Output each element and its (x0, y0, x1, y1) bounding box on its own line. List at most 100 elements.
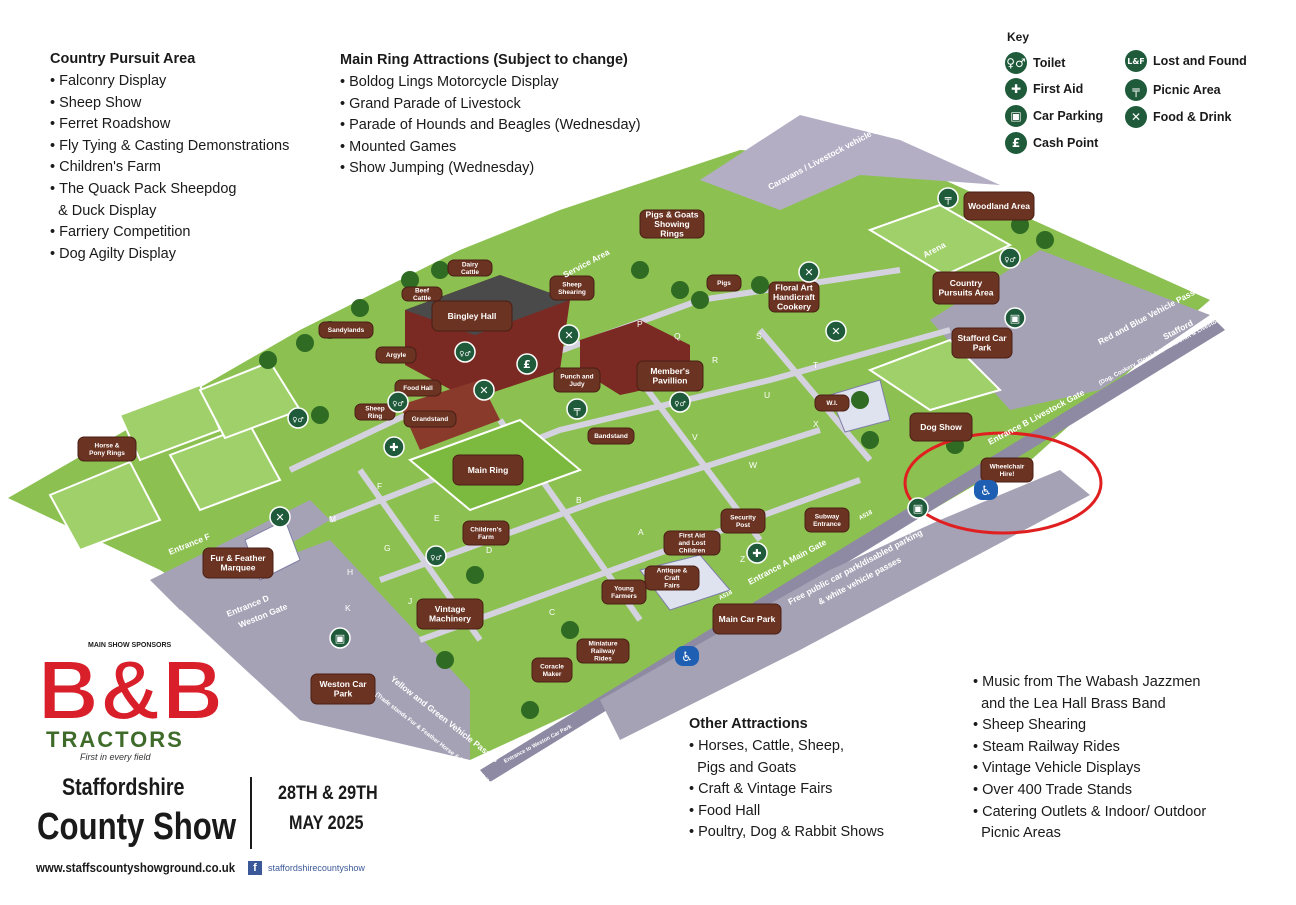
key-item-toilet: ♀♂Toilet (1005, 52, 1065, 74)
toilet-icon: ♀♂ (454, 341, 476, 363)
sign-argyle: Argyle (375, 346, 417, 364)
first-aid-icon: ✚ (383, 436, 405, 458)
svg-text:✕: ✕ (479, 384, 488, 397)
zone-letter-v: V (692, 432, 698, 442)
food-drink-icon: ✕ (269, 506, 291, 528)
zone-letter-m: M (329, 514, 336, 524)
sign-grandstand: Grandstand (403, 410, 457, 428)
trees (259, 216, 1054, 719)
first-aid-icon: ✚ (746, 542, 768, 564)
main-ring-item: Boldog Lings Motorcycle Display (340, 72, 641, 94)
zone-letter-z: Z (740, 554, 745, 564)
svg-text:♀♂: ♀♂ (1004, 256, 1015, 264)
sign-food-hall: Food Hall (394, 379, 442, 397)
zone-letter-h: H (347, 567, 353, 577)
key-label: Toilet (1033, 56, 1066, 70)
country-pursuit-item: Dog Agilty Display (50, 244, 289, 266)
event-name-line1: Staffordshire (62, 774, 185, 801)
zone-letter-g: G (384, 543, 391, 553)
toilet-icon: ♀♂ (387, 391, 409, 413)
svg-text:▣: ▣ (913, 502, 923, 515)
car-parking-icon: ▣ (1004, 307, 1026, 329)
sign-horse-pony-rings: Horse &Pony Rings (77, 436, 137, 462)
zone-letter-e: E (434, 513, 440, 523)
country-pursuit-item: Ferret Roadshow (50, 114, 289, 136)
zone-letter-f: F (377, 481, 382, 491)
other-attraction-item: Craft & Vintage Fairs (689, 779, 884, 801)
horse-ring-1 (48, 460, 162, 552)
map-icons: ♀♂♀♂♀♂♀♂♀♂♀♂✚✚£✕✕✕✕✕╤╤▣▣▣♿♿ (269, 187, 1026, 666)
sign-label: Woodland Area (968, 201, 1030, 211)
country-pursuit-title: Country Pursuit Area (50, 51, 196, 67)
sign-wi: W.I. (814, 394, 850, 412)
sign-dog-show: Dog Show (909, 412, 973, 442)
svg-text:✕: ✕ (831, 325, 840, 338)
other-attraction-item: Poultry, Dog & Rabbit Shows (689, 822, 884, 844)
svg-text:✕: ✕ (275, 511, 284, 524)
car-parking-icon: ▣ (907, 497, 929, 519)
zone-letter-j: J (408, 596, 412, 606)
event-website-link[interactable]: www.staffscountyshowground.co.uk (36, 860, 236, 875)
toilet-icon: ♀♂ (999, 247, 1021, 269)
brand-tagline: First in every field (80, 752, 151, 762)
country-pursuit-list: Falconry DisplaySheep ShowFerret Roadsho… (50, 71, 289, 265)
key-title: Key (1007, 30, 1030, 44)
facebook-handle: staffordshirecountyshow (268, 863, 365, 873)
svg-text:♀♂: ♀♂ (392, 400, 403, 408)
main-ring-item: Parade of Hounds and Beagles (Wednesday) (340, 115, 641, 137)
sign-label: Horse &Pony Rings (89, 442, 125, 457)
event-divider (250, 777, 252, 849)
sign-label: Pigs (717, 280, 731, 287)
facebook-icon: f (248, 861, 262, 875)
wheelchair-hire-highlight (903, 431, 1103, 535)
sign-bingley-hall: Bingley Hall (431, 300, 513, 332)
food-drink-icon: ✕ (558, 324, 580, 346)
sign-label: Argyle (386, 352, 407, 359)
sign-main-car-park: Main Car Park (712, 603, 782, 635)
other-attractions-panel: Other Attractions Horses, Cattle, Sheep,… (689, 716, 884, 844)
picnic-area-icon: ╤ (566, 398, 588, 420)
key-label: Food & Drink (1153, 110, 1232, 124)
sign-label: Bingley Hall (448, 311, 497, 321)
toilet-icon: ♀♂ (669, 391, 691, 413)
svg-text:♀♂: ♀♂ (459, 350, 470, 358)
caravan-park (700, 115, 1000, 210)
zone-letter-b: B (576, 495, 582, 505)
sign-label: Dog Show (920, 422, 962, 432)
svg-text:✕: ✕ (804, 266, 813, 279)
zone-letter-c: C (549, 607, 555, 617)
zone-letter-k: K (345, 603, 351, 613)
sign-label: Food Hall (403, 385, 433, 392)
svg-text:✚: ✚ (752, 547, 761, 560)
sponsor-label: MAIN SHOW SPONSORS (88, 642, 172, 649)
country-pursuit-item: Falconry Display (50, 71, 289, 93)
zone-letter-d: D (486, 545, 492, 555)
brand-tractors: TRACTORS (46, 727, 184, 752)
facebook-link[interactable]: f staffordshirecountyshow (248, 861, 365, 875)
svg-text:♀♂: ♀♂ (674, 400, 685, 408)
bb-tractors-logo: B&B (38, 642, 224, 731)
zone-letter-x: X (813, 419, 819, 429)
key-item-first-aid: ✚First Aid (1005, 78, 1083, 100)
